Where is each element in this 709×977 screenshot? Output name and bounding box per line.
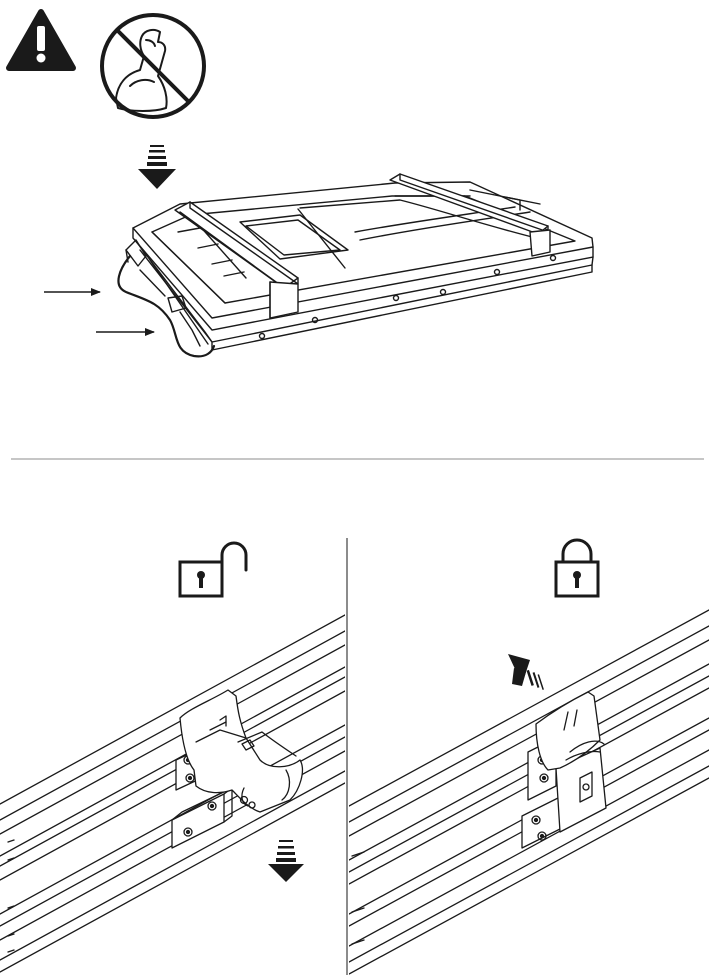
press-down-arrow-icon: [138, 145, 176, 189]
rail-assembly-unlocked: [0, 614, 345, 973]
press-down-arrow-icon: [268, 840, 304, 882]
rail-assembly-locked: [349, 609, 709, 975]
unlocked-padlock-icon: [178, 541, 248, 598]
warning-triangle-icon: [6, 9, 76, 71]
push-up-left-arrow-icon: [508, 654, 544, 690]
folded-table-illustration: [117, 173, 594, 358]
no-force-prohibition-icon: [100, 13, 206, 119]
locked-padlock-icon: [554, 538, 600, 598]
